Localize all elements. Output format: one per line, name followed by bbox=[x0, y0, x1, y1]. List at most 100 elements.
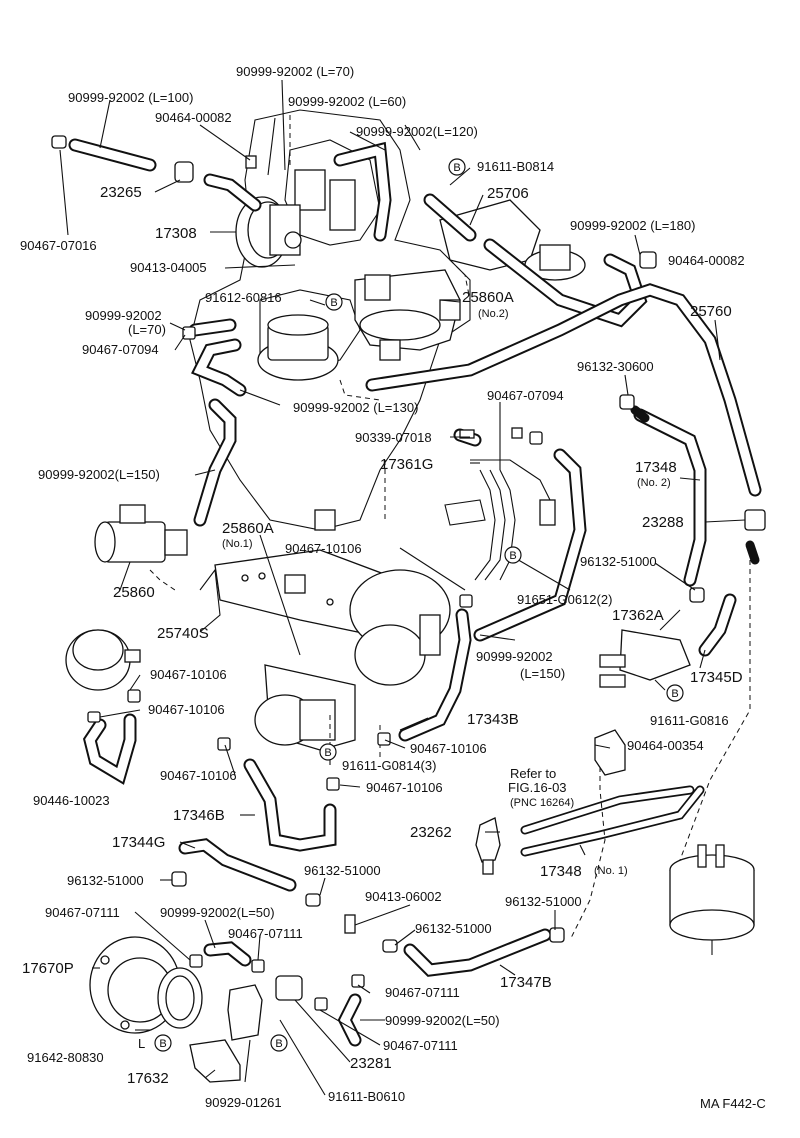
engine-block-outline bbox=[189, 109, 471, 531]
label-25740s: 25740S bbox=[157, 625, 209, 642]
filter-23281 bbox=[275, 975, 303, 1001]
label-17348-no2-sub: (No. 2) bbox=[637, 477, 671, 489]
label-90467-07094-b: 90467-07094 bbox=[487, 388, 564, 403]
label-25706: 25706 bbox=[487, 185, 529, 202]
label-17348-no1: 17348 bbox=[540, 863, 582, 880]
svg-text:B: B bbox=[330, 297, 337, 309]
label-l150: (L=150) bbox=[520, 666, 565, 681]
label-90467-10106-f: 90467-10106 bbox=[366, 780, 443, 795]
label-90339-07018: 90339-07018 bbox=[355, 430, 432, 445]
label-17344g: 17344G bbox=[112, 834, 165, 851]
label-l70: (L=70) bbox=[128, 322, 166, 337]
label-91611-g0814: 91611-G0814(3) bbox=[342, 758, 436, 773]
label-90413-04005: 90413-04005 bbox=[130, 260, 207, 275]
label-25860: 25860 bbox=[113, 584, 155, 601]
label-90999-92002-l150: 90999-92002(L=150) bbox=[38, 467, 160, 482]
label-17345d: 17345D bbox=[690, 669, 743, 686]
label-90999-92002-l50b: 90999-92002(L=50) bbox=[385, 1013, 500, 1028]
svg-text:B: B bbox=[324, 747, 331, 759]
vacuum-actuator-large bbox=[349, 569, 451, 686]
label-90467-07111-b: 90467-07111 bbox=[228, 926, 303, 941]
label-25860a-no2: 25860A bbox=[462, 289, 514, 306]
vsv-bracket-25860a-no1 bbox=[254, 664, 356, 751]
svg-text:B: B bbox=[159, 1038, 166, 1050]
label-96132-51000-d: 96132-51000 bbox=[505, 894, 582, 909]
b-marker-2: B bbox=[325, 293, 343, 311]
label-90929-01261: 90929-01261 bbox=[205, 1095, 282, 1110]
vacuum-hoses bbox=[68, 138, 762, 1047]
vsv-17362a bbox=[599, 629, 691, 688]
air-flow-meter-17308 bbox=[235, 196, 302, 268]
label-17347b: 17347B bbox=[500, 974, 552, 991]
label-91611-b0814: 91611-B0814 bbox=[477, 159, 554, 174]
label-l: L bbox=[138, 1036, 145, 1051]
label-23281: 23281 bbox=[350, 1055, 392, 1072]
label-90467-10106-e: 90467-10106 bbox=[160, 768, 237, 783]
label-17632: 17632 bbox=[127, 1070, 169, 1087]
label-96132-30600: 96132-30600 bbox=[577, 359, 654, 374]
label-17343b: 17343B bbox=[467, 711, 519, 728]
label-90467-07111-c: 90467-07111 bbox=[385, 985, 460, 1000]
svg-text:B: B bbox=[453, 162, 460, 174]
throttle-body-17670p bbox=[89, 936, 203, 1034]
label-90999-92002-l150b: 90999-92002 bbox=[476, 649, 553, 664]
label-90467-10106-c: 90467-10106 bbox=[148, 702, 225, 717]
label-90999-92002-l180: 90999-92002 (L=180) bbox=[570, 218, 695, 233]
bracket-17632 bbox=[189, 1039, 241, 1083]
label-17348-no1-sub: (No. 1) bbox=[594, 865, 628, 877]
clamps bbox=[51, 135, 766, 1011]
label-25860a-no1-sub: (No.1) bbox=[222, 538, 253, 550]
label-25860a-no2-sub: (No.2) bbox=[478, 308, 509, 320]
label-90464-00354: 90464-00354 bbox=[627, 738, 704, 753]
label-96132-51000-b: 96132-51000 bbox=[67, 873, 144, 888]
label-17361g: 17361G bbox=[380, 456, 433, 473]
charcoal-canister bbox=[669, 844, 755, 955]
leader-lines bbox=[59, 79, 746, 1096]
b-marker-5: B bbox=[319, 743, 337, 761]
label-17346b: 17346B bbox=[173, 807, 225, 824]
clamp-90929-01261 bbox=[227, 984, 263, 1041]
svg-text:B: B bbox=[509, 550, 516, 562]
label-90999-92002-l100: 90999-92002 (L=100) bbox=[68, 90, 193, 105]
sensor-23262 bbox=[475, 817, 501, 875]
b-marker-7: B bbox=[270, 1034, 288, 1052]
vsv-bracket-25860a-no2 bbox=[354, 269, 461, 361]
svg-text:B: B bbox=[275, 1038, 282, 1050]
label-90467-10106-d: 90467-10106 bbox=[410, 741, 487, 756]
label-91611-g0816: 91611-G0816 bbox=[650, 713, 729, 728]
label-90467-10106-b: 90467-10106 bbox=[150, 667, 227, 682]
label-90999-92002-l120: 90999-92002(L=120) bbox=[356, 124, 478, 139]
svg-text:B: B bbox=[671, 688, 678, 700]
label-refer-to: Refer to bbox=[510, 766, 556, 781]
label-90999-92002-l70-top: 90999-92002 (L=70) bbox=[236, 64, 354, 79]
label-pnc-16264: (PNC 16264) bbox=[510, 797, 574, 809]
label-91612-60816: 91612-60816 bbox=[205, 290, 282, 305]
label-17308: 17308 bbox=[155, 225, 197, 242]
figure-code: MA F442-C bbox=[700, 1096, 766, 1111]
label-17348-no2: 17348 bbox=[635, 459, 677, 476]
b-marker-3: B bbox=[504, 546, 522, 564]
label-23262: 23262 bbox=[410, 824, 452, 841]
label-91611-b0610: 91611-B0610 bbox=[328, 1089, 405, 1104]
label-90446-10023: 90446-10023 bbox=[33, 793, 110, 808]
label-90467-07016: 90467-07016 bbox=[20, 238, 97, 253]
label-96132-51000-a: 96132-51000 bbox=[580, 554, 657, 569]
label-90467-07111-a: 90467-07111 bbox=[45, 905, 120, 920]
label-25860a-no1: 25860A bbox=[222, 520, 274, 537]
label-96132-51000-e: 96132-51000 bbox=[415, 921, 492, 936]
vacuum-damper-left bbox=[65, 629, 141, 691]
vacuum-pipe-17361g bbox=[444, 459, 556, 581]
label-90467-07094-a: 90467-07094 bbox=[82, 342, 159, 357]
label-91642-80830: 91642-80830 bbox=[27, 1050, 104, 1065]
label-90467-07111-d: 90467-07111 bbox=[383, 1038, 458, 1053]
label-90467-10106-a: 90467-10106 bbox=[285, 541, 362, 556]
b-marker-1: B bbox=[448, 158, 466, 176]
label-90999-92002-l50a: 90999-92002(L=50) bbox=[160, 905, 275, 920]
label-17362a: 17362A bbox=[612, 607, 664, 624]
vsv-25860 bbox=[94, 504, 188, 563]
b-marker-6: B bbox=[154, 1034, 172, 1052]
vacuum-switching-valve-25706 bbox=[439, 199, 586, 281]
label-90999-92002-l70: 90999-92002 bbox=[85, 308, 162, 323]
label-91651-g0612: 91651-G0612(2) bbox=[517, 592, 612, 607]
